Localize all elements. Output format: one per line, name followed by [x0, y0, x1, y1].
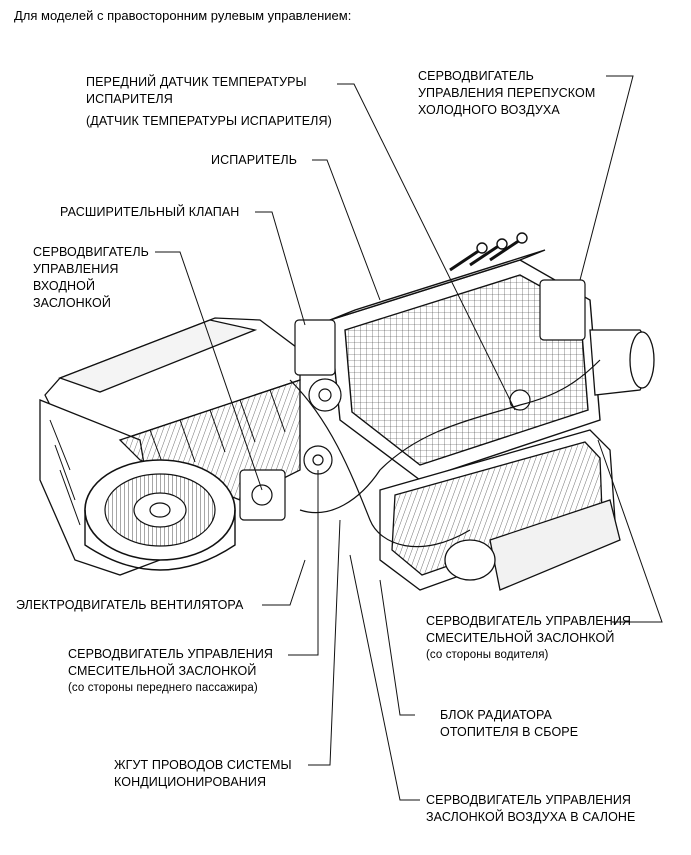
- label-line: СМЕСИТЕЛЬНОЙ ЗАСЛОНКОЙ: [68, 664, 257, 678]
- label-air-mix-servo-driver: СЕРВОДВИГАТЕЛЬ УПРАВЛЕНИЯ СМЕСИТЕЛЬНОЙ З…: [426, 613, 631, 664]
- label-heater-radiator-assembly: БЛОК РАДИАТОРА ОТОПИТЕЛЯ В СБОРЕ: [440, 707, 578, 741]
- label-line: ПЕРЕДНИЙ ДАТЧИК ТЕМПЕРАТУРЫ: [86, 75, 307, 89]
- label-blower-motor: ЭЛЕКТРОДВИГАТЕЛЬ ВЕНТИЛЯТОРА: [16, 598, 244, 612]
- label-ac-wire-harness: ЖГУТ ПРОВОДОВ СИСТЕМЫ КОНДИЦИОНИРОВАНИЯ: [114, 757, 292, 791]
- label-evaporator: ИСПАРИТЕЛЬ: [211, 153, 298, 167]
- label-line: СЕРВОДВИГАТЕЛЬ УПРАВЛЕНИЯ: [426, 614, 632, 628]
- label-inlet-damper-servo: СЕРВОДВИГАТЕЛЬ УПРАВЛЕНИЯ ВХОДНОЙ ЗАСЛОН…: [33, 244, 149, 312]
- label-line: УПРАВЛЕНИЯ: [33, 262, 119, 276]
- label-line: (со стороны водителя): [426, 649, 549, 661]
- label-line: ИСПАРИТЕЛЯ: [86, 92, 173, 106]
- label-line: СЕРВОДВИГАТЕЛЬ: [33, 245, 149, 259]
- label-evaporator-temperature-sensor: ПЕРЕДНИЙ ДАТЧИК ТЕМПЕРАТУРЫ ИСПАРИТЕЛЯ (…: [86, 74, 332, 130]
- label-line: ЗАСЛОНКОЙ: [33, 296, 111, 310]
- label-cool-air-bypass-servo: СЕРВОДВИГАТЕЛЬ УПРАВЛЕНИЯ ПЕРЕПУСКОМ ХОЛ…: [418, 68, 595, 119]
- label-line: ВХОДНОЙ: [33, 279, 96, 293]
- label-line: СЕРВОДВИГАТЕЛЬ УПРАВЛЕНИЯ: [68, 647, 274, 661]
- label-line: СМЕСИТЕЛЬНОЙ ЗАСЛОНКОЙ: [426, 631, 615, 645]
- wire-harness: [289, 359, 601, 548]
- label-line: БЛОК РАДИАТОРА: [440, 708, 552, 722]
- blower-housing: [39, 317, 301, 576]
- page-heading: Для моделей с правосторонним рулевым упр…: [14, 8, 352, 23]
- label-line: ХОЛОДНОГО ВОЗДУХА: [418, 103, 560, 117]
- label-cabin-air-damper-servo: СЕРВОДВИГАТЕЛЬ УПРАВЛЕНИЯ ЗАСЛОНКОЙ ВОЗД…: [426, 792, 635, 826]
- evaporator-core: [329, 232, 601, 481]
- label-line: ЗАСЛОНКОЙ ВОЗДУХА В САЛОНЕ: [426, 810, 636, 824]
- label-line: ОТОПИТЕЛЯ В СБОРЕ: [440, 725, 579, 739]
- label-expansion-valve: РАСШИРИТЕЛЬНЫЙ КЛАПАН: [60, 205, 240, 219]
- leader-lines: [155, 75, 663, 801]
- label-line: СЕРВОДВИГАТЕЛЬ: [418, 69, 534, 83]
- label-line: (со стороны переднего пассажира): [68, 682, 258, 694]
- label-line: (ДАТЧИК ТЕМПЕРАТУРЫ ИСПАРИТЕЛЯ): [86, 114, 332, 128]
- label-line: УПРАВЛЕНИЯ ПЕРЕПУСКОМ: [418, 86, 596, 100]
- label-line: КОНДИЦИОНИРОВАНИЯ: [114, 775, 267, 789]
- side-duct-right: [444, 329, 655, 591]
- label-line: СЕРВОДВИГАТЕЛЬ УПРАВЛЕНИЯ: [426, 793, 632, 807]
- blower-fan: [84, 459, 236, 571]
- label-air-mix-servo-passenger: СЕРВОДВИГАТЕЛЬ УПРАВЛЕНИЯ СМЕСИТЕЛЬНОЙ З…: [68, 646, 273, 697]
- servo-motors: [239, 279, 586, 521]
- label-line: ЖГУТ ПРОВОДОВ СИСТЕМЫ: [114, 758, 292, 772]
